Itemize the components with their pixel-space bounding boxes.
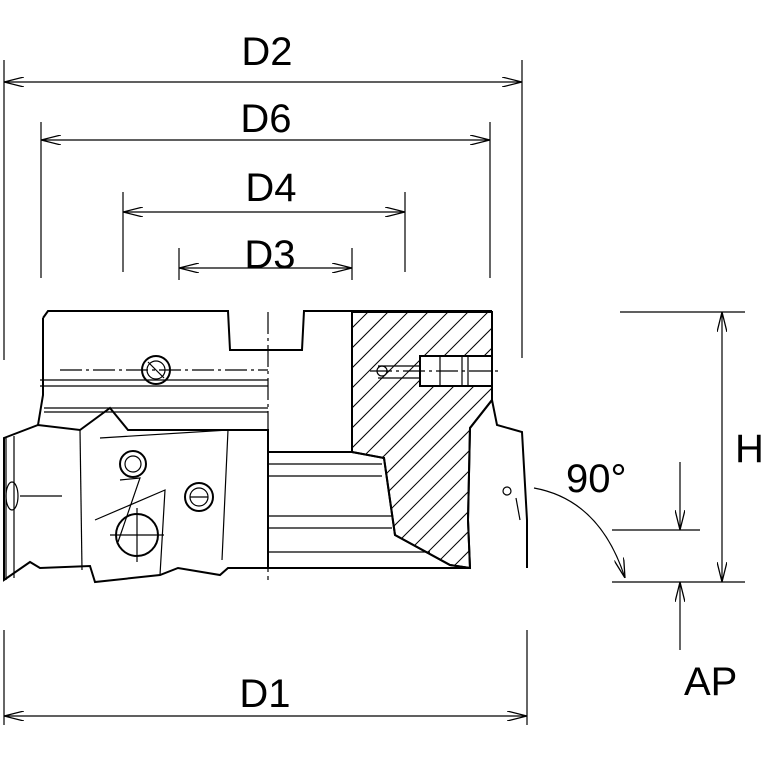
section-hatching	[352, 312, 492, 568]
label-h: H	[735, 427, 764, 471]
angle-90: 90°	[533, 457, 627, 578]
dimension-d1: D1	[3, 630, 528, 725]
dimension-d3: D3	[178, 233, 353, 280]
label-d3: D3	[244, 233, 295, 277]
label-d6: D6	[240, 97, 291, 141]
label-angle: 90°	[566, 457, 627, 501]
clamp-screw	[184, 482, 214, 512]
label-d4: D4	[245, 166, 296, 210]
dimension-d6: D6	[40, 97, 491, 278]
dimension-ap: AP	[612, 462, 737, 704]
set-screw	[370, 355, 500, 387]
insert-hole	[110, 508, 164, 562]
label-d2: D2	[241, 30, 292, 74]
screw-top-left	[60, 355, 268, 385]
label-ap: AP	[684, 660, 737, 704]
coolant-hole	[502, 486, 512, 496]
dimension-h: H	[612, 311, 764, 583]
label-d1: D1	[239, 672, 290, 716]
dimension-d2: D2	[3, 30, 523, 360]
insert-screw	[117, 450, 147, 543]
dimension-d4: D4	[122, 166, 406, 272]
